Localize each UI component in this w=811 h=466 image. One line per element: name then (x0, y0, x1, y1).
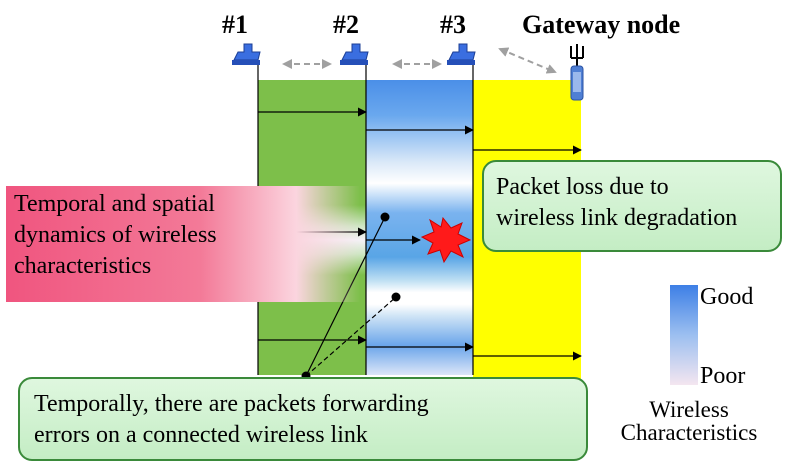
legend-poor-label: Poor (700, 363, 746, 389)
link-arrow (498, 47, 557, 74)
node-label-2: #2 (333, 10, 359, 39)
packet-loss-line-2: wireless link degradation (496, 205, 738, 231)
node-label-3: #3 (440, 10, 466, 39)
dynamics-line-2: dynamics of wireless (14, 222, 217, 248)
legend-caption-line-1: Wireless (649, 397, 729, 422)
dynamics-callout: Temporal and spatial dynamics of wireles… (6, 186, 360, 302)
packet-loss-burst-icon (420, 216, 472, 264)
legend-caption: Wireless Characteristics (594, 398, 784, 444)
pointer-dot (391, 292, 401, 302)
dynamics-line-3: characteristics (14, 253, 152, 279)
forwarding-errors-line-2: errors on a connected wireless link (34, 422, 368, 448)
gateway-antenna-icon (570, 44, 584, 101)
forwarding-errors-line-1: Temporally, there are packets forwarding (34, 391, 429, 417)
dynamics-line-1: Temporal and spatial (14, 191, 215, 217)
packet-loss-line-1: Packet loss due to (496, 174, 669, 200)
legend-gradient-bar (670, 285, 698, 385)
pointer-line (305, 296, 397, 377)
node-label-gateway: Gateway node (522, 10, 681, 39)
packet-loss-callout: Packet loss due to wireless link degrada… (482, 160, 782, 252)
node-device-icon (340, 43, 369, 65)
pointer-dot (380, 212, 390, 222)
legend-caption-line-2: Characteristics (620, 420, 758, 445)
forwarding-errors-callout: Temporally, there are packets forwarding… (18, 377, 588, 461)
node-device-icon (232, 43, 261, 65)
node-device-icon (447, 43, 476, 65)
node-label-1: #1 (222, 10, 248, 39)
legend-good-label: Good (700, 284, 754, 310)
